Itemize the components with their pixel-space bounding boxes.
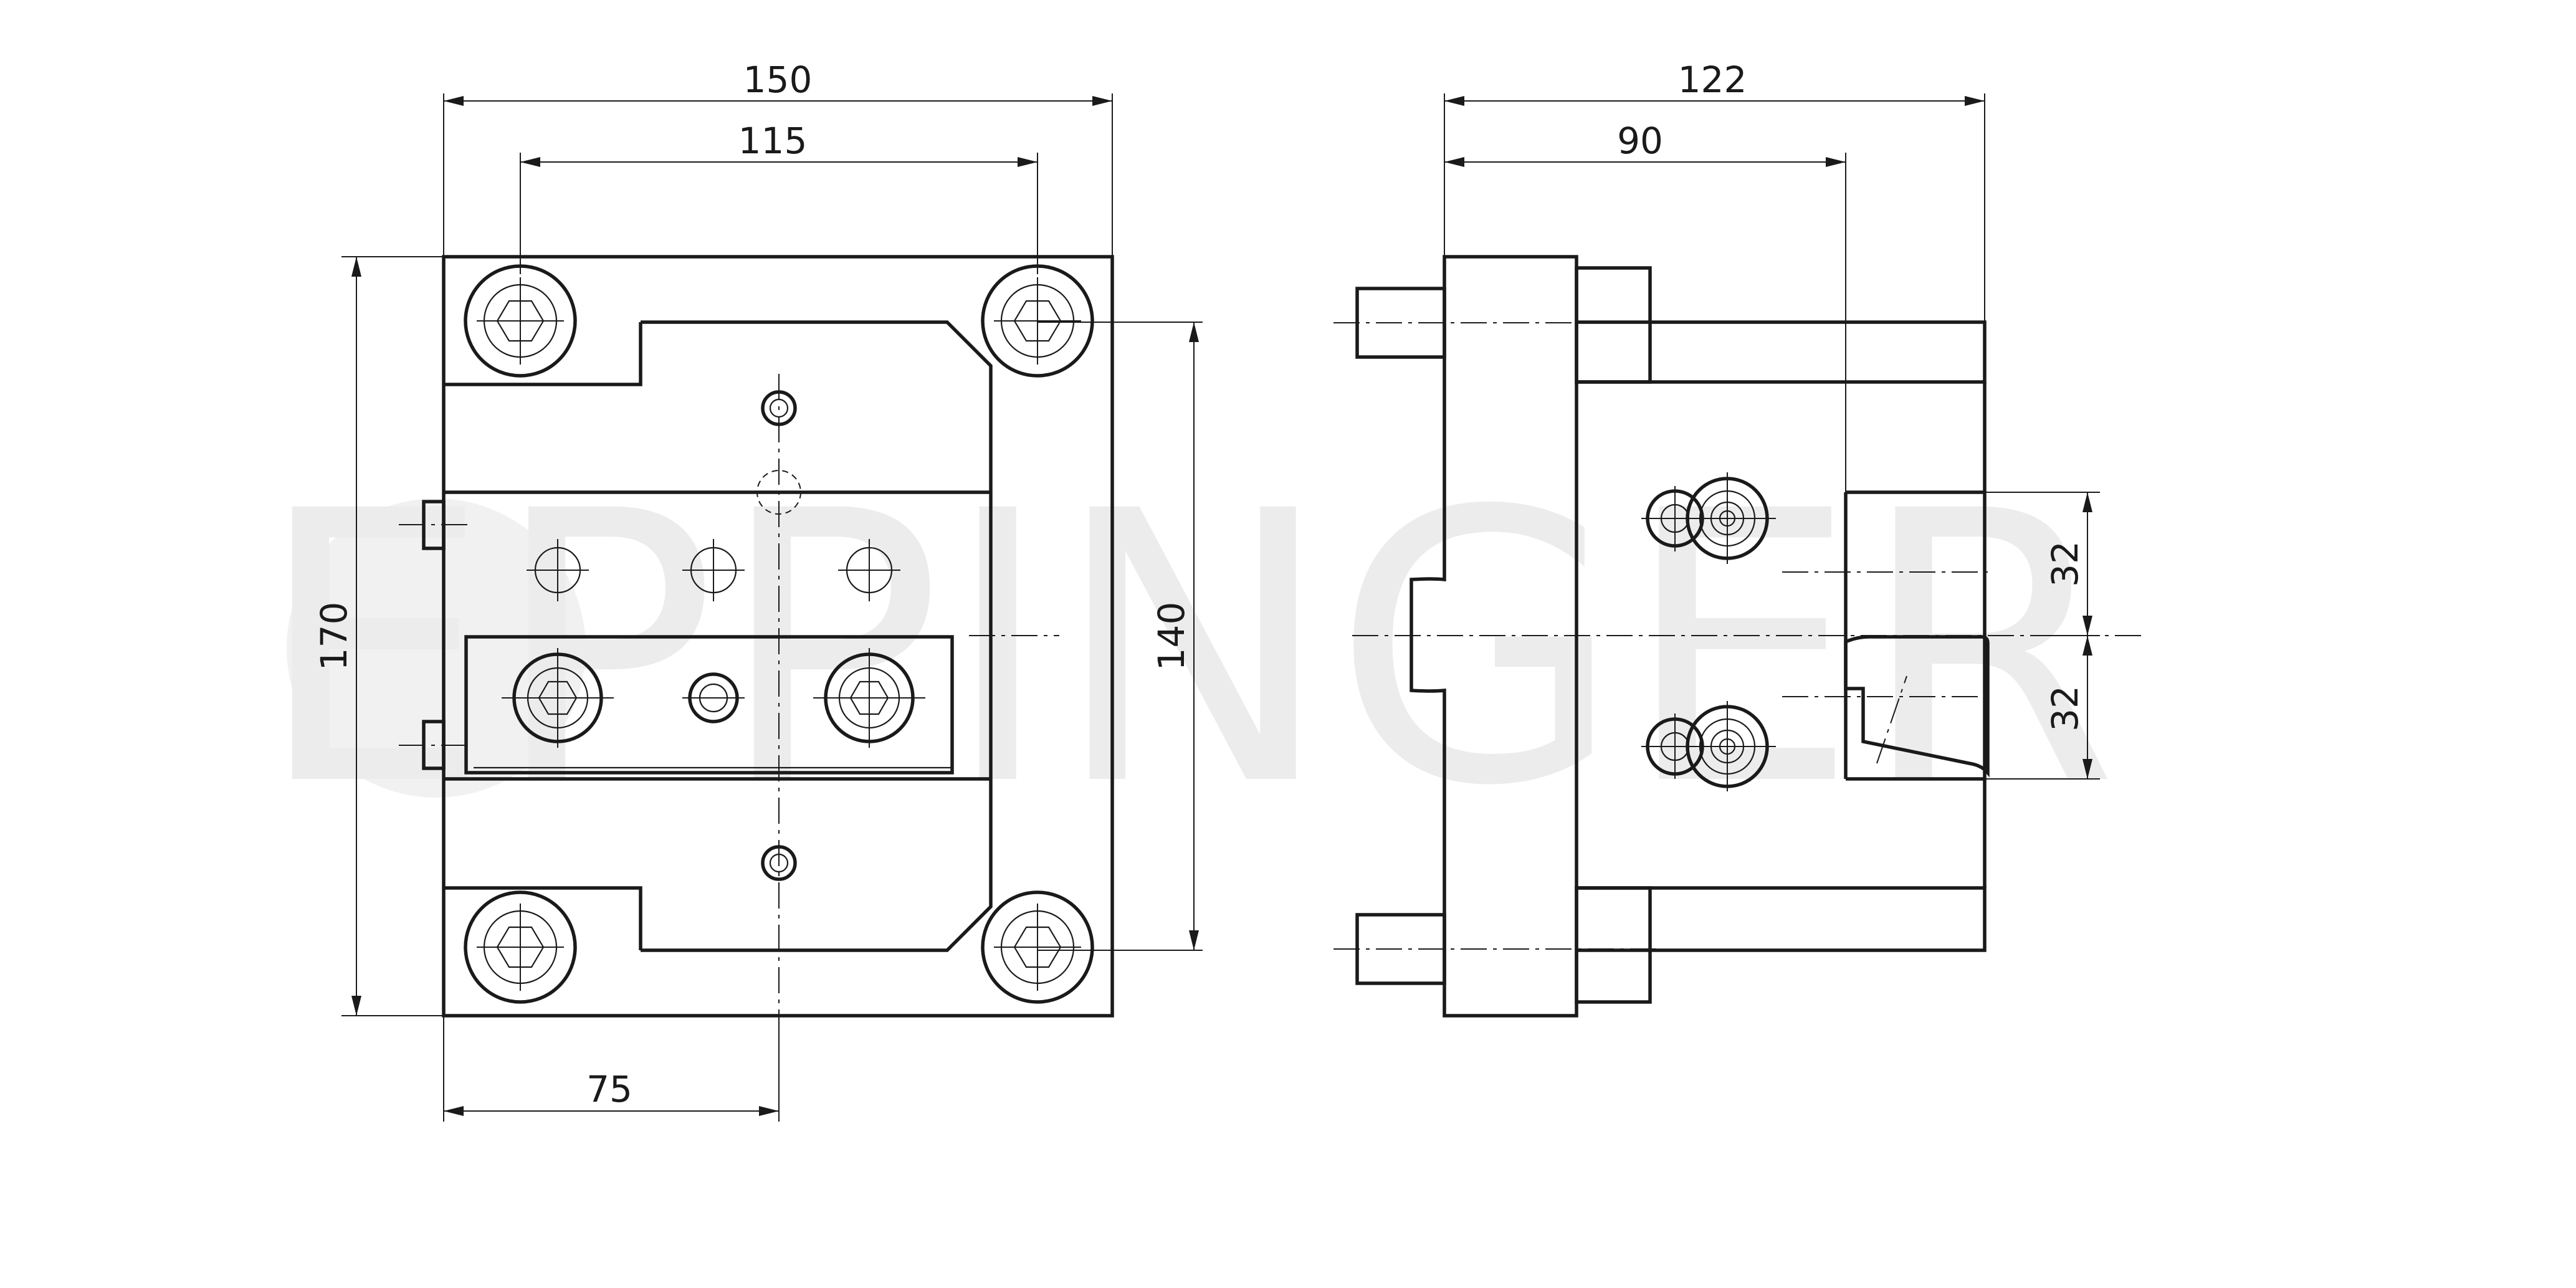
dim-label-115: 115 [738,120,808,162]
dim-label-122: 122 [1678,59,1747,101]
dim-label-140: 140 [1150,602,1193,671]
adjustment-screw-upper [1641,472,1776,564]
front-view: 150 115 170 140 [313,59,1203,1122]
watermark-text: EPPINGER [255,432,2118,867]
side-view: 122 90 32 32 [1333,59,2144,1018]
adjustment-screw-lower [1641,701,1776,791]
dimension-32-upper: 32 [1985,492,2100,636]
dim-label-150: 150 [743,59,813,101]
dimension-170: 170 [313,256,444,1016]
dim-label-90: 90 [1617,120,1663,162]
dim-label-32-lower: 32 [2044,685,2086,732]
dim-label-170: 170 [313,602,355,671]
dimension-122: 122 [1444,59,1985,322]
dimension-32-lower: 32 [1985,636,2100,780]
watermark: EPPINGER [255,432,2118,867]
dimension-115: 115 [520,120,1038,274]
dimension-75: 75 [443,1016,780,1122]
dimension-150: 150 [443,59,1113,257]
dimension-90: 90 [1444,120,1846,492]
dim-label-32-upper: 32 [2044,541,2086,587]
dimension-140: 140 [1038,322,1203,951]
dim-label-75: 75 [586,1068,632,1110]
